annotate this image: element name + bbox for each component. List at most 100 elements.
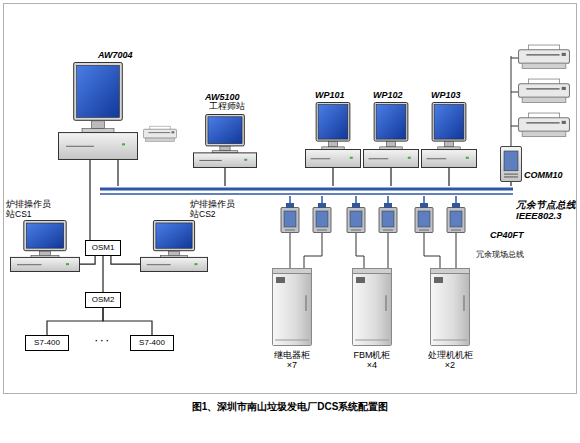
annotation: · · ·: [84, 336, 120, 346]
field-bus-line: [304, 233, 322, 268]
node-label: FBM机柜 ×4: [349, 350, 396, 371]
node-label: OSM2: [86, 293, 120, 307]
bus-line: [100, 193, 513, 195]
node-label: 继电器柜 ×7: [269, 350, 316, 371]
node-label: WP101: [315, 90, 359, 100]
drive-slot: [66, 146, 94, 147]
module-stub: [321, 196, 323, 203]
network-link: [80, 256, 95, 264]
device-panel: [504, 151, 518, 171]
node-label: 炉排操作员 站CS2: [190, 200, 238, 220]
node-label: AW5100: [205, 92, 249, 102]
printer: [143, 126, 176, 141]
computer-case: [364, 150, 419, 168]
monitor-screen: [77, 65, 120, 117]
frame: [4, 4, 577, 394]
workstation: WP103: [421, 90, 477, 168]
monitor-neck: [329, 142, 338, 147]
monitor-screen: [318, 105, 348, 140]
monitor-screen: [376, 105, 406, 140]
node-label: 炉排操作员 站CS1: [6, 200, 54, 220]
module-stub: [289, 196, 291, 203]
monitor-bezel: [74, 63, 123, 121]
field-bus-line: [388, 233, 389, 268]
printer-cable: [511, 126, 518, 127]
node-label: 工程师站: [209, 102, 253, 112]
cp-module: [379, 203, 397, 233]
cabinet-plinth: [275, 340, 309, 341]
node-bus: 冗余节点总线 IEEE802.3: [100, 186, 513, 196]
cp-module: [447, 203, 465, 233]
printer: [519, 45, 570, 68]
node-label: WP102: [373, 90, 417, 100]
drive-slot: [199, 160, 221, 161]
cabinet-logo: [276, 277, 285, 283]
module-stub: [455, 196, 457, 203]
cp-module: [313, 203, 331, 233]
cabinet-body: [273, 269, 312, 346]
field-bus-line: [456, 233, 457, 268]
cp-module: [415, 203, 433, 233]
plc-box: S7-400: [130, 335, 174, 351]
monitor-neck: [220, 146, 230, 150]
cp-module: [281, 203, 299, 233]
monitor-bezel: [316, 103, 350, 142]
printer-cable: [511, 92, 518, 93]
drive-slot: [369, 158, 389, 159]
plc-box: S7-400: [25, 335, 69, 351]
node-shape: [100, 186, 513, 196]
power-led: [122, 143, 125, 145]
monitor-neck: [445, 142, 454, 147]
node-shape: [58, 50, 138, 160]
network-link: [448, 168, 449, 186]
annotation: CP40FT: [490, 230, 540, 240]
field-bus-line: [290, 233, 291, 268]
power-led: [466, 157, 469, 159]
cp-module: [347, 203, 365, 233]
node-label: S7-400: [26, 336, 68, 350]
power-led: [66, 263, 69, 265]
printer: [519, 79, 570, 102]
workstation: WP102: [363, 90, 419, 168]
node-label: WP103: [431, 90, 475, 100]
workstation: AW7004: [58, 50, 138, 160]
device-body: [501, 147, 522, 182]
cabinet-top: [273, 269, 312, 274]
cabinet-top: [431, 269, 470, 274]
node-shape: [363, 90, 419, 168]
caption: 图1、深圳市南山垃圾发电厂DCS系统配置图: [0, 401, 580, 413]
network-link: [332, 168, 333, 186]
monitor-bezel: [153, 221, 194, 251]
monitor-screen: [26, 223, 63, 248]
printer-cable: [511, 56, 512, 146]
node-label: 冗余节点总线 IEEE802.3: [516, 200, 578, 222]
module-stub: [423, 196, 425, 203]
network-link: [117, 160, 118, 186]
switch-box: OSM2: [85, 292, 121, 308]
cabinet-handle: [305, 295, 306, 311]
monitor-screen: [208, 117, 242, 144]
module-stub: [355, 196, 357, 203]
cabinet-top: [353, 269, 392, 274]
network-link: [510, 182, 511, 186]
workstation: 炉排操作员 站CS2: [140, 200, 240, 272]
cabinet-handle: [385, 295, 386, 311]
node-label: COMM10: [524, 170, 568, 180]
monitor-screen: [156, 223, 192, 248]
field-bus-line: [424, 233, 440, 268]
field-bus: [290, 233, 456, 268]
monitor-neck: [92, 121, 105, 129]
node-shape: [272, 268, 312, 346]
printer-cable: [511, 58, 518, 59]
network-link: [390, 168, 391, 186]
cabinet-body: [353, 269, 392, 346]
cabinet-plinth: [433, 340, 467, 341]
power-led: [408, 157, 411, 159]
computer-case: [59, 133, 138, 160]
monitor-bezel: [24, 221, 66, 251]
switch-box: OSM1: [85, 240, 121, 256]
monitor-neck: [387, 142, 396, 147]
monitor-foot: [82, 129, 114, 133]
node-label: AW7004: [98, 50, 142, 60]
power-led: [350, 157, 353, 159]
